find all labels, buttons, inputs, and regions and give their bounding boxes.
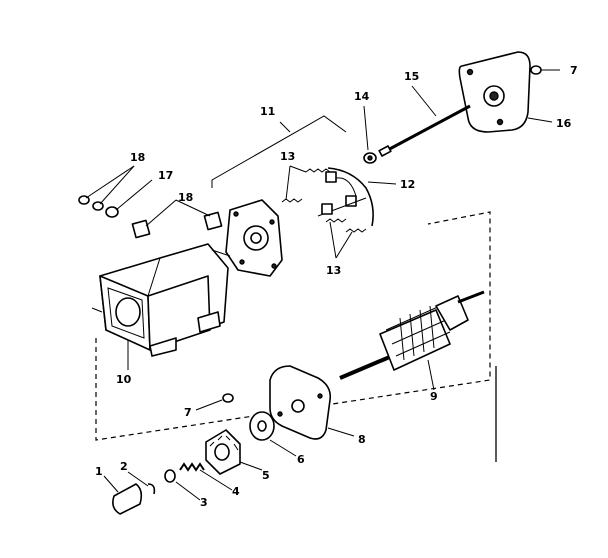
part-18-terminal-clip — [131, 211, 223, 239]
part-7-nut-top — [530, 65, 542, 75]
callout-13-bottom: 13 — [326, 264, 341, 277]
part-18-screw — [78, 195, 104, 211]
assembly-dashed-outline — [95, 211, 491, 441]
callout-2: 2 — [120, 460, 128, 473]
callout-6: 6 — [297, 453, 305, 466]
callout-1: 1 — [95, 465, 103, 478]
callout-7-lower: 7 — [184, 406, 192, 419]
part-15-through-bolt — [378, 104, 471, 157]
part-4-spring — [179, 462, 205, 472]
part-11-bracket — [211, 115, 347, 188]
part-17-washer — [105, 206, 119, 218]
callout-15: 15 — [404, 70, 419, 83]
callout-labels: 1 2 3 4 5 6 7 7 8 9 10 11 12 13 13 14 15… — [95, 64, 578, 509]
part-10-motor-housing — [91, 243, 231, 357]
callout-10: 10 — [116, 373, 132, 386]
callout-4: 4 — [232, 485, 240, 498]
callout-8: 8 — [358, 433, 366, 446]
part-14-washer — [363, 152, 377, 164]
part-12-brush-assembly — [317, 167, 374, 227]
part-16-end-cap — [458, 51, 531, 133]
callout-17: 17 — [158, 169, 173, 182]
part-6-plate — [249, 411, 275, 441]
part-1-cap — [112, 483, 143, 515]
callout-9: 9 — [430, 390, 438, 403]
part-9-armature — [339, 290, 485, 380]
callout-11: 11 — [260, 105, 275, 118]
callout-5: 5 — [262, 469, 270, 482]
callout-14: 14 — [354, 90, 370, 103]
callout-12: 12 — [400, 178, 415, 191]
brush-plate — [225, 199, 283, 277]
callout-13-top: 13 — [280, 150, 295, 163]
callout-3: 3 — [200, 496, 208, 509]
leader-lines — [85, 69, 560, 501]
callout-18-mid: 18 — [178, 191, 193, 204]
part-3-washer — [164, 469, 176, 483]
part-2-retaining-ring — [147, 483, 156, 495]
part-7-nut-lower — [222, 393, 234, 403]
callout-16: 16 — [556, 117, 572, 130]
part-8-end-plate — [269, 365, 332, 440]
callout-18-top: 18 — [130, 151, 145, 164]
callout-7-top: 7 — [570, 64, 578, 77]
part-5-pinion-gear — [205, 429, 241, 475]
part-13-springs — [281, 168, 367, 233]
